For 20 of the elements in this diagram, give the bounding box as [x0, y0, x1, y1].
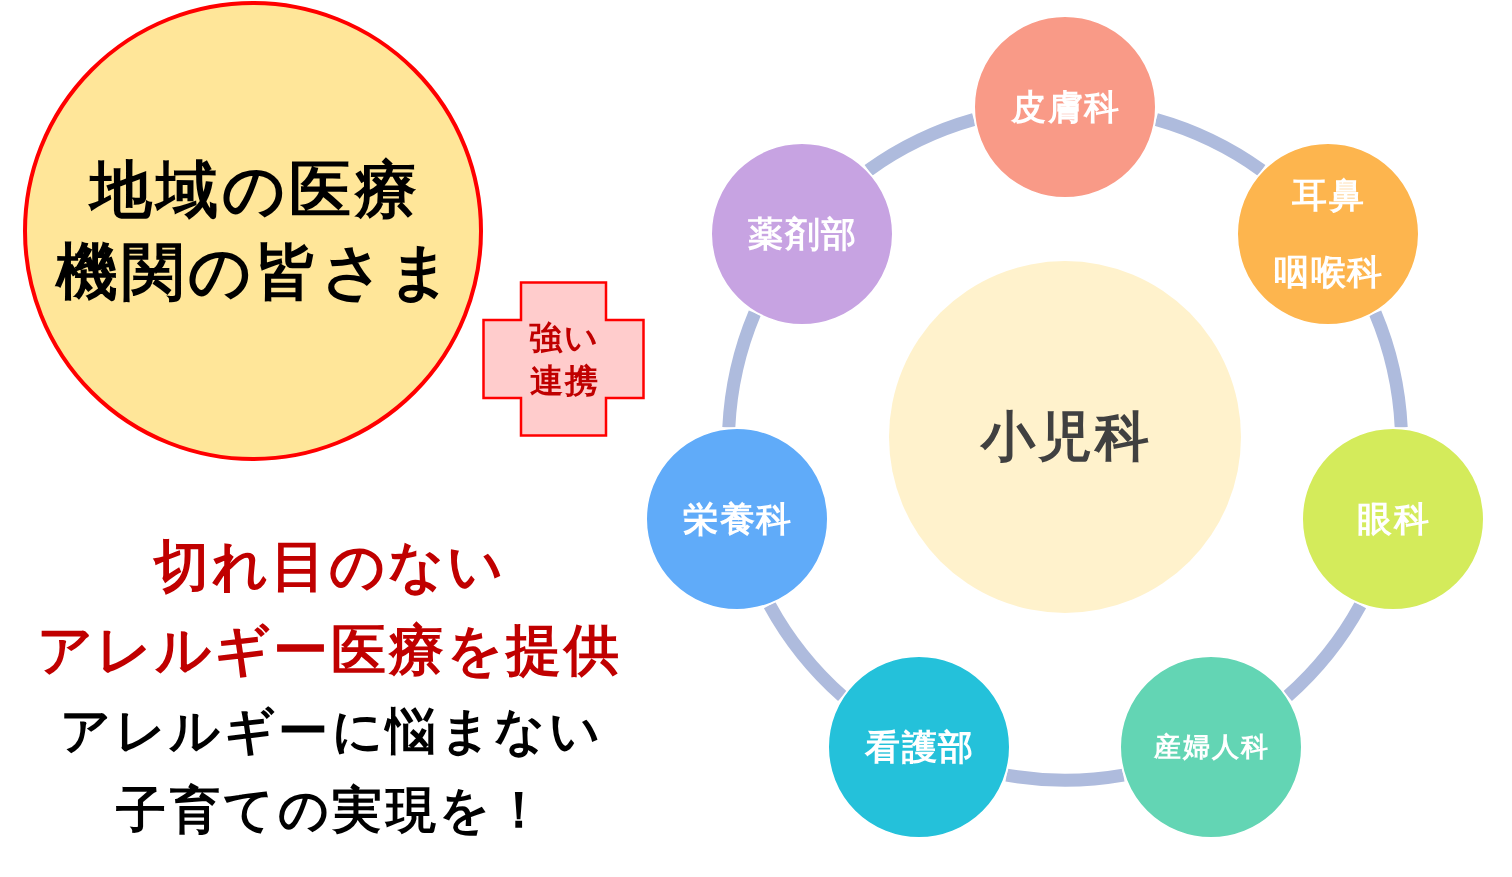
department-name: 薬剤部 — [747, 213, 858, 256]
ring-segment — [1369, 310, 1408, 428]
department-name: 産婦人科 — [1153, 730, 1270, 764]
message-text: アレルギーに悩まない子育ての実現を！ — [59, 701, 604, 841]
cross-text: 強い連携 — [528, 317, 600, 402]
ring-segment — [764, 601, 847, 701]
department-name: 眼科 — [1356, 498, 1431, 541]
ring-segment — [864, 113, 976, 176]
department-name: 栄養科 — [682, 498, 793, 541]
department-name: 看護部 — [863, 726, 975, 769]
department-name: 耳鼻咽喉科 — [1273, 174, 1384, 294]
department-name: 皮膚科 — [1010, 86, 1121, 129]
ring-segment — [1283, 601, 1366, 701]
ring-segment — [1005, 768, 1125, 787]
center-name: 小児科 — [979, 405, 1152, 469]
title-circle-text: 地域の医療機関の皆さま — [54, 152, 455, 310]
ring-segment — [1154, 113, 1266, 176]
ring-segment — [722, 310, 761, 428]
cross-shape — [482, 281, 645, 437]
slogan-text: 切れ目のないアレルギー医療を提供 — [36, 533, 622, 684]
